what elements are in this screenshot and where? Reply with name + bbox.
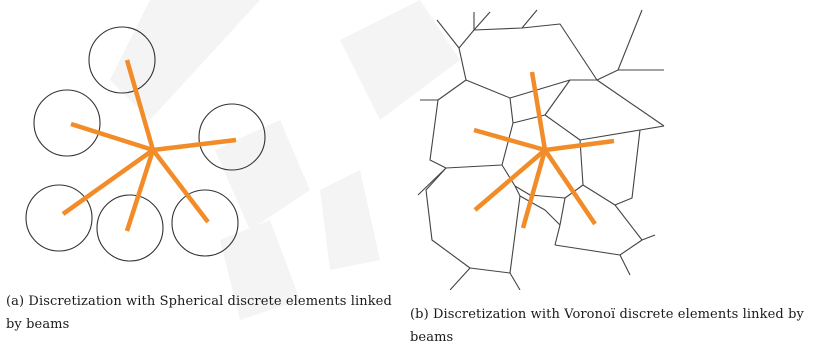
panel-a-caption: (a) Discretization with Spherical discre… [6,294,392,332]
beam-to-bottom-right [543,148,597,226]
voronoi-edge [469,267,521,290]
panel-b-caption: (b) Discretization with Voronoï discrete… [410,307,804,345]
voronoi-edge [465,79,597,99]
sphere-element-right [198,103,266,171]
beam-to-left [473,127,546,153]
panel-b-voronoi-diagram [417,9,665,290]
beam-to-bottom-left [61,148,155,216]
voronoi-edge [582,129,641,206]
voronoi-edge [436,19,460,49]
voronoi-edge [445,97,514,169]
beam-to-left [70,121,154,153]
beam-to-bottom-middle [124,149,156,232]
voronoi-edge [641,234,656,241]
voronoi-edge [596,79,665,127]
beam-to-top [529,71,548,151]
beam-to-top [124,59,156,151]
voronoi-edge [554,244,631,276]
voronoi-edge [519,195,561,246]
voronoi-edge [509,185,521,274]
voronoi-edge [425,167,471,290]
voronoi-edge [617,9,643,71]
beam-to-bottom-left [473,148,547,212]
sphere-element-bottom-left [25,184,93,252]
sphere-element-left [33,89,101,157]
beam-to-bottom-middle [520,149,548,229]
beam-to-bottom-right [151,148,210,224]
sphere-element-bottom-middle [96,194,164,262]
sphere-element-bottom-right [171,189,239,257]
voronoi-edge [559,197,566,226]
sphere-element-top [88,26,156,94]
voronoi-edge [614,204,643,256]
voronoi-edge [429,99,447,169]
voronoi-edge [437,47,467,101]
beam-to-right [152,137,237,153]
voronoi-edge [521,23,664,81]
voronoi-edge [579,125,665,141]
panel-a-spherical-diagram [25,26,266,262]
beam-to-right [544,138,615,153]
